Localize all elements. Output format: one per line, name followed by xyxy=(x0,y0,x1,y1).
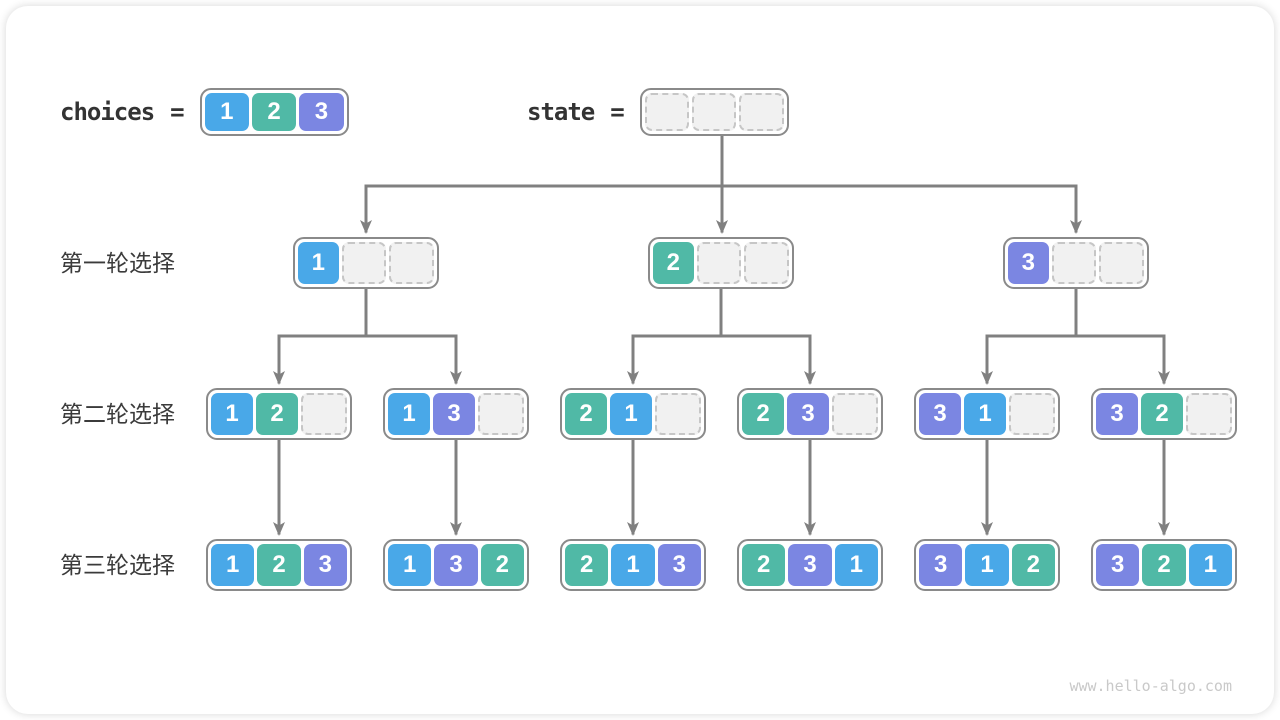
value-cell: 1 xyxy=(965,544,1009,586)
state-node: 1 xyxy=(293,237,439,289)
empty-cell xyxy=(341,242,387,284)
round-label-3: 第三轮选择 xyxy=(60,552,175,578)
value-cell: 3 xyxy=(1008,242,1049,284)
value-cell: 3 xyxy=(919,393,961,435)
empty-cell xyxy=(692,93,737,131)
value-cell: 2 xyxy=(742,544,786,586)
empty-cell xyxy=(744,242,790,284)
value-cell: 2 xyxy=(480,544,524,586)
value-cell: 2 xyxy=(256,393,298,435)
empty-cell xyxy=(644,93,690,131)
value-cell: 2 xyxy=(257,544,301,586)
value-cell: 3 xyxy=(299,93,344,131)
value-cell: 2 xyxy=(1142,544,1186,586)
empty-cell xyxy=(301,393,347,435)
value-cell: 3 xyxy=(1096,393,1138,435)
state-box xyxy=(639,88,789,136)
value-cell: 1 xyxy=(611,544,655,586)
empty-cell xyxy=(1186,393,1232,435)
value-cell: 3 xyxy=(434,544,478,586)
empty-cell xyxy=(389,242,435,284)
empty-cell xyxy=(478,393,524,435)
value-cell: 2 xyxy=(565,393,607,435)
value-cell: 3 xyxy=(919,544,963,586)
round-label-2: 第二轮选择 xyxy=(60,401,175,427)
value-cell: 1 xyxy=(211,393,253,435)
empty-cell xyxy=(1051,242,1097,284)
value-cell: 3 xyxy=(1096,544,1140,586)
value-cell: 1 xyxy=(298,242,339,284)
value-cell: 1 xyxy=(388,393,430,435)
value-cell: 2 xyxy=(251,93,297,131)
value-cell: 1 xyxy=(610,393,652,435)
empty-cell xyxy=(696,242,742,284)
watermark: www.hello-algo.com xyxy=(1069,677,1232,695)
value-cell: 1 xyxy=(964,393,1006,435)
value-cell: 1 xyxy=(211,544,255,586)
empty-cell xyxy=(832,393,878,435)
empty-cell xyxy=(1009,393,1055,435)
state-node: 3 xyxy=(1003,237,1149,289)
value-cell: 3 xyxy=(788,544,832,586)
choices-equals: = xyxy=(170,98,184,126)
value-cell: 3 xyxy=(657,544,701,586)
state-label: state xyxy=(527,98,595,126)
value-cell: 2 xyxy=(1141,393,1183,435)
choices-label: choices xyxy=(60,98,155,126)
empty-cell xyxy=(1099,242,1145,284)
value-cell: 1 xyxy=(388,544,432,586)
value-cell: 1 xyxy=(1188,544,1232,586)
state-group: state = xyxy=(527,88,789,136)
value-cell: 2 xyxy=(565,544,609,586)
value-cell: 2 xyxy=(742,393,784,435)
value-cell: 1 xyxy=(204,93,249,131)
value-cell: 2 xyxy=(1011,544,1055,586)
value-cell: 2 xyxy=(653,242,694,284)
empty-cell xyxy=(655,393,701,435)
value-cell: 3 xyxy=(787,393,829,435)
empty-cell xyxy=(739,93,784,131)
value-cell: 1 xyxy=(834,544,878,586)
round-label-1: 第一轮选择 xyxy=(60,250,175,276)
value-cell: 3 xyxy=(303,544,347,586)
state-equals: = xyxy=(610,98,624,126)
value-cell: 3 xyxy=(433,393,475,435)
state-node: 2 xyxy=(648,237,794,289)
